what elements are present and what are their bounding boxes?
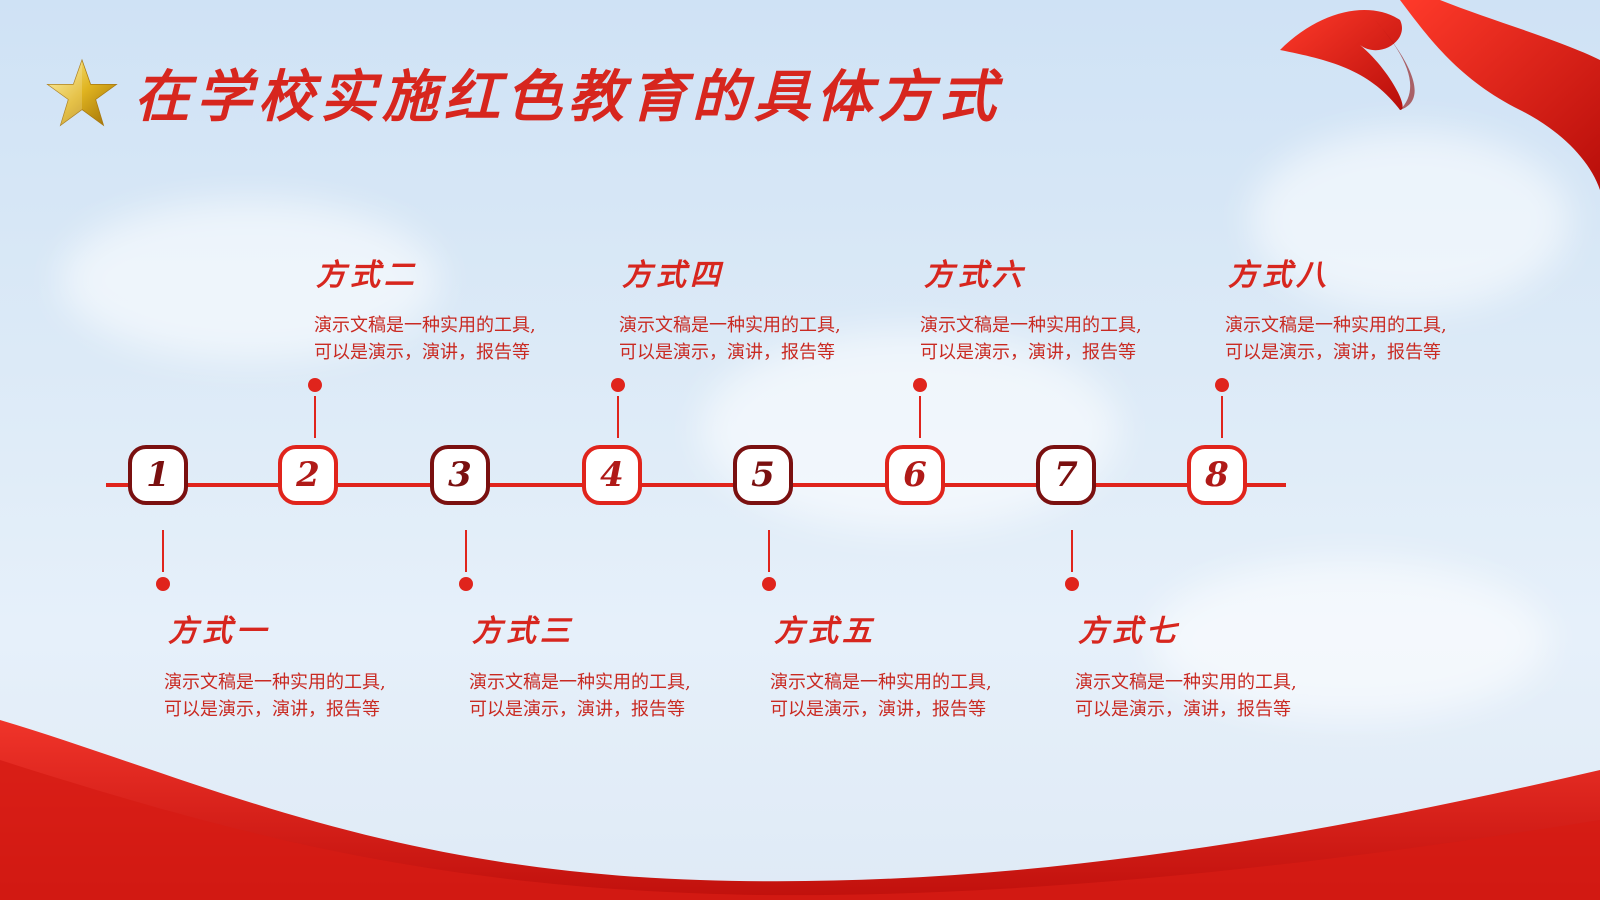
red-ribbon-bottom-decoration [0, 720, 1600, 900]
step-label-8: 方式八 [1228, 258, 1330, 293]
desc-line: 演示文稿是一种实用的工具, [469, 672, 691, 693]
connector-dot [611, 378, 625, 392]
step-node-3: 3 [430, 445, 490, 505]
step-desc-3: 演示文稿是一种实用的工具, 可以是演示，演讲，报告等 [469, 669, 739, 723]
step-label-2: 方式二 [316, 258, 418, 293]
step-desc-2: 演示文稿是一种实用的工具, 可以是演示，演讲，报告等 [314, 312, 584, 366]
page-title: 在学校实施红色教育的具体方式 [134, 64, 1002, 130]
desc-line: 演示文稿是一种实用的工具, [314, 315, 536, 336]
step-node-1: 1 [128, 445, 188, 505]
step-node-6: 6 [885, 445, 945, 505]
timeline-line [106, 483, 1286, 487]
desc-line: 可以是演示，演讲，报告等 [164, 699, 380, 720]
step-label-5: 方式五 [774, 614, 876, 649]
step-node-5: 5 [733, 445, 793, 505]
connector-dot [1215, 378, 1229, 392]
connector-dot [1065, 577, 1079, 591]
desc-line: 演示文稿是一种实用的工具, [1225, 315, 1447, 336]
step-node-4: 4 [582, 445, 642, 505]
cloud-decoration [1150, 560, 1550, 720]
step-node-2: 2 [278, 445, 338, 505]
connector-line [768, 530, 770, 572]
step-label-6: 方式六 [924, 258, 1026, 293]
step-label-3: 方式三 [472, 614, 574, 649]
step-desc-5: 演示文稿是一种实用的工具, 可以是演示，演讲，报告等 [770, 669, 1040, 723]
desc-line: 可以是演示，演讲，报告等 [920, 342, 1136, 363]
desc-line: 可以是演示，演讲，报告等 [770, 699, 986, 720]
cloud-decoration [1250, 130, 1570, 310]
connector-line [1221, 396, 1223, 438]
connector-line [314, 396, 316, 438]
desc-line: 演示文稿是一种实用的工具, [770, 672, 992, 693]
step-desc-8: 演示文稿是一种实用的工具, 可以是演示，演讲，报告等 [1225, 312, 1495, 366]
step-label-4: 方式四 [622, 258, 724, 293]
star-icon [46, 58, 118, 126]
connector-dot [308, 378, 322, 392]
connector-dot [459, 577, 473, 591]
desc-line: 可以是演示，演讲，报告等 [1075, 699, 1291, 720]
connector-dot [913, 378, 927, 392]
step-desc-1: 演示文稿是一种实用的工具, 可以是演示，演讲，报告等 [164, 669, 434, 723]
connector-dot [156, 577, 170, 591]
desc-line: 可以是演示，演讲，报告等 [1225, 342, 1441, 363]
step-label-7: 方式七 [1078, 614, 1180, 649]
step-desc-4: 演示文稿是一种实用的工具, 可以是演示，演讲，报告等 [619, 312, 889, 366]
connector-dot [762, 577, 776, 591]
desc-line: 演示文稿是一种实用的工具, [619, 315, 841, 336]
step-label-1: 方式一 [168, 614, 270, 649]
step-node-8: 8 [1187, 445, 1247, 505]
step-desc-6: 演示文稿是一种实用的工具, 可以是演示，演讲，报告等 [920, 312, 1190, 366]
cloud-decoration [60, 200, 440, 360]
desc-line: 可以是演示，演讲，报告等 [619, 342, 835, 363]
step-node-7: 7 [1036, 445, 1096, 505]
desc-line: 演示文稿是一种实用的工具, [1075, 672, 1297, 693]
connector-line [617, 396, 619, 438]
connector-line [1071, 530, 1073, 572]
desc-line: 演示文稿是一种实用的工具, [920, 315, 1142, 336]
connector-line [465, 530, 467, 572]
red-ribbon-top-decoration [1280, 0, 1600, 190]
connector-line [162, 530, 164, 572]
desc-line: 演示文稿是一种实用的工具, [164, 672, 386, 693]
step-desc-7: 演示文稿是一种实用的工具, 可以是演示，演讲，报告等 [1075, 669, 1345, 723]
desc-line: 可以是演示，演讲，报告等 [314, 342, 530, 363]
desc-line: 可以是演示，演讲，报告等 [469, 699, 685, 720]
header: 在学校实施红色教育的具体方式 [46, 52, 1002, 133]
connector-line [919, 396, 921, 438]
